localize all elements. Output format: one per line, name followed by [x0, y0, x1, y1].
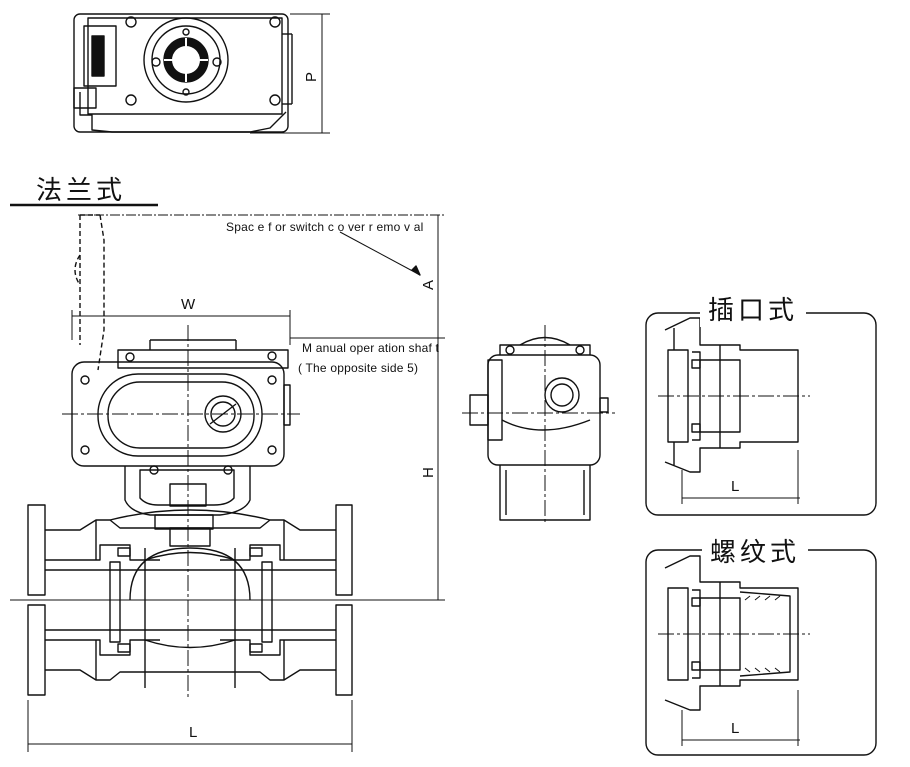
side-view-actuator	[462, 325, 615, 525]
note-manual-shaft: M anual oper ation shaf t	[302, 341, 440, 355]
dim-label-P: P	[303, 71, 320, 82]
thread-detail-box	[645, 549, 877, 756]
note-switch-cover-space: Spac e f or switch c o ver r emo v al	[226, 220, 424, 234]
socket-detail-box	[645, 312, 877, 516]
heading-thread: 螺纹式	[702, 532, 809, 569]
front-view-valve	[10, 214, 445, 752]
dim-label-H: H	[420, 467, 437, 478]
heading-flange: 法兰式	[36, 176, 127, 206]
dim-label-L-thread: L	[731, 720, 740, 737]
dim-label-L-main: L	[189, 724, 198, 741]
dim-label-W: W	[181, 296, 196, 313]
heading-socket: 插口式	[700, 290, 807, 327]
dim-label-L-socket: L	[731, 478, 740, 495]
top-view-actuator	[73, 13, 330, 134]
note-manual-shaft-side: ( The opposite side 5)	[298, 361, 419, 375]
dim-label-A: A	[420, 279, 437, 290]
